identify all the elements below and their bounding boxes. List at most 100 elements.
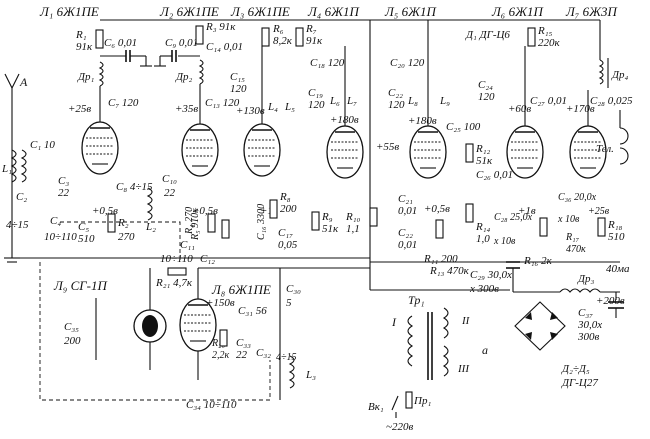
resistor-r16 [539, 217, 548, 237]
r5-label: R₅ 910к [190, 208, 201, 241]
c30-value: 5 [286, 297, 292, 309]
resistor-r9 [311, 211, 320, 231]
c9-label: C₉ 0,01 [165, 37, 198, 49]
l7-label: L₇ [346, 95, 357, 107]
tube-label-l7: Л₇ 6Ж3П [565, 4, 618, 19]
c445-label: 4÷15 [276, 352, 297, 363]
fuse-pr1: Пр₁ [413, 395, 431, 407]
winding-i: I [391, 315, 397, 329]
c5-value: 510 [78, 233, 95, 245]
r10-label: R₁₀ [345, 211, 361, 223]
c4-label: C₄ [50, 215, 61, 227]
r10-value: 1,1 [346, 223, 360, 235]
c12-label: C₁₂ [200, 253, 215, 265]
voltage-l5: +180в [408, 115, 437, 127]
resistor-r11 [435, 219, 444, 239]
l9-label: L₉ [439, 95, 450, 107]
capacitor-c37 [608, 292, 624, 318]
diode-bridge [514, 301, 566, 351]
r6-label: R₆ [272, 23, 284, 35]
tuning-link [39, 262, 271, 401]
r11-label: R₁₁ 200 [423, 253, 458, 265]
tuning-range: 10÷110 [160, 253, 193, 265]
resistor-r8 [269, 199, 278, 219]
tr1-label: Тр₁ [408, 293, 425, 307]
choke-dr2: Др₂ [175, 59, 204, 85]
tube-l5 [409, 125, 447, 179]
tube-l3 [243, 123, 281, 177]
voltage-l2: +35в [175, 103, 198, 115]
resistor-r4 [207, 213, 216, 233]
tube-l1 [81, 121, 119, 175]
choke-dr1: Др₁ [77, 61, 104, 87]
c30-label: C₃₀ [286, 283, 301, 295]
svg-text:Др₂: Др₂ [175, 71, 192, 83]
fuse-icon [405, 391, 413, 409]
c19-label: C₁₉ [308, 87, 323, 99]
c2-value: 4÷15 [6, 219, 29, 231]
svg-text:Др₃: Др₃ [577, 273, 594, 285]
c3-value: 22 [58, 187, 70, 199]
c6-label: C₆ 0,01 [104, 37, 137, 49]
winding-ii: II [461, 315, 471, 327]
tube-label-l6: Л₆ 6Ж1П [491, 4, 544, 19]
c22b-value: 0,01 [398, 239, 417, 251]
l4-label: L₄ [267, 101, 278, 113]
resistor-r12 [465, 143, 474, 163]
tube-l7 [569, 125, 607, 179]
voltage-l1: +25в [68, 103, 91, 115]
transformer-tr1 [407, 307, 449, 380]
c2-label: C₂ [16, 191, 27, 203]
c37-value: 30,0х [577, 319, 602, 331]
c33-value: 22 [236, 349, 248, 361]
c22-label: C₂₂ [388, 87, 403, 99]
c25-label: C₂₅ 100 [446, 121, 481, 133]
c36-label: C₃₆ 20,0х [558, 192, 597, 203]
diode-d1-label: Д₁ ДГ-Ц6 [465, 29, 510, 41]
voltage-l6: +60в [508, 103, 531, 115]
c28b-label: C₂₈ 25,0х [494, 212, 533, 223]
diodes-type: ДГ-Ц27 [561, 377, 598, 389]
r20-value: 2,2к [212, 350, 230, 361]
c16-label: C₁₆ 3300 [256, 204, 267, 240]
r14-label: R₁₄ [475, 221, 491, 233]
r1-label: R₁ [75, 29, 87, 41]
r4-label: R₄ 270 [184, 207, 195, 235]
r14-value: 1,0 [476, 233, 490, 245]
svg-text:Тел.: Тел. [596, 143, 614, 155]
resistor-r10 [369, 207, 378, 227]
voltage-1-b: +1в [518, 205, 536, 217]
ground-symbol-left [4, 150, 20, 263]
r6-value: 8,2к [273, 35, 293, 47]
l6-label: L₆ [329, 95, 340, 107]
c20-label: C₂₀ 120 [390, 57, 425, 69]
c36-value: х 10в [557, 214, 580, 225]
resistor-r14 [465, 203, 474, 223]
c37-label: C₃₇ [578, 307, 593, 319]
r8-value: 200 [280, 203, 297, 215]
tube-label-l3: Л₃ 6Ж1ПЕ [230, 4, 290, 19]
resistor-r3 [195, 25, 204, 45]
coil-l3 [288, 355, 295, 389]
tube-label-l5: Л₅ 6Ж1П [384, 4, 437, 19]
resistor-r15 [527, 27, 536, 47]
c18-label: C₁₈ 120 [310, 57, 345, 69]
c21-label: C₂₁ [398, 193, 413, 205]
l8-label: L₈ [407, 95, 418, 107]
voltage-l4: +180в [330, 114, 359, 126]
voltage-55: +55в [376, 141, 399, 153]
voltage-05-c: +0,5в [424, 203, 450, 215]
resistor-r6 [261, 27, 270, 47]
tuning-link-2 [60, 221, 181, 262]
resistor-r7 [295, 27, 304, 47]
voltage-150: +150в [206, 297, 235, 309]
c22-value: 120 [388, 99, 405, 111]
c15-label: C₁₅ [230, 71, 245, 83]
resistor-r18 [597, 217, 606, 237]
c19-value: 120 [308, 99, 325, 111]
c15-value: 120 [230, 83, 247, 95]
c33-label: C₃₃ [236, 337, 251, 349]
mains-label: ~220в [386, 421, 413, 433]
r15-label: R₁₅ [537, 25, 553, 37]
